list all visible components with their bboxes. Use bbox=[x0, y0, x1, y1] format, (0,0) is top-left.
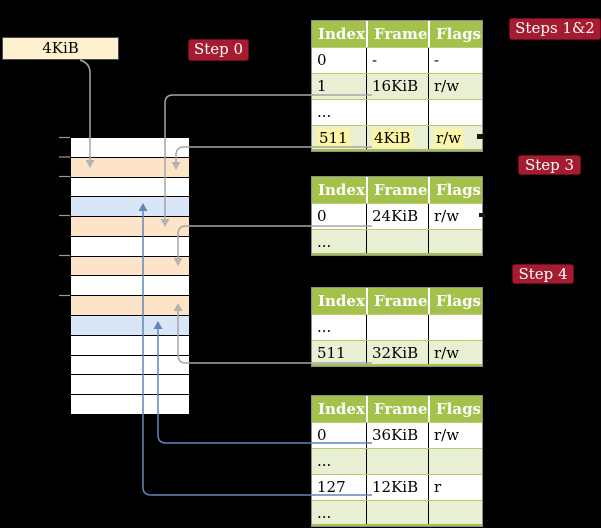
cell-frame bbox=[366, 449, 428, 474]
table-header: Index Frame Flags bbox=[312, 21, 482, 47]
memory-row-free bbox=[71, 335, 189, 356]
cell-flags bbox=[428, 315, 482, 340]
badge-steps-1-2: Steps 1&2 bbox=[509, 18, 601, 40]
header-frame: Frame bbox=[366, 396, 428, 422]
pt-row: ... bbox=[312, 229, 482, 255]
cell-frame: 32KiB bbox=[366, 341, 428, 364]
page-table-step-4: Index Frame Flags ... 511 32KiB r/w bbox=[311, 287, 483, 367]
pt-row: 0 24KiB r/w bbox=[312, 203, 482, 229]
pt-row: 0 - - bbox=[312, 47, 482, 73]
cell-index: ... bbox=[317, 318, 332, 336]
header-index: Index bbox=[318, 25, 365, 43]
header-frame: Frame bbox=[366, 177, 428, 203]
cell-frame bbox=[366, 100, 428, 125]
memory-row-page-table bbox=[71, 256, 189, 277]
memory-row-page-table bbox=[71, 296, 189, 317]
header-flags: Flags bbox=[428, 177, 482, 203]
cell-index: 127 bbox=[317, 478, 346, 496]
highlight-frame: 4KiB bbox=[372, 129, 413, 147]
cell-flags: r/w bbox=[428, 126, 482, 149]
memory-row-page-table bbox=[71, 157, 189, 178]
pt-row: ... bbox=[312, 500, 482, 526]
memory-row-free bbox=[71, 177, 189, 198]
frame-size-label: 4KiB bbox=[2, 37, 119, 60]
highlight-flags: r/w bbox=[434, 129, 464, 147]
header-flags: Flags bbox=[428, 288, 482, 314]
cell-index: ... bbox=[317, 504, 332, 522]
cell-index: ... bbox=[317, 103, 332, 121]
cell-frame: 24KiB bbox=[366, 204, 428, 229]
header-frame: Frame bbox=[366, 288, 428, 314]
cell-index: 0 bbox=[317, 207, 327, 225]
header-index: Index bbox=[318, 400, 365, 418]
cell-flags bbox=[428, 449, 482, 474]
cell-frame: 16KiB bbox=[366, 74, 428, 99]
cell-flags: r/w bbox=[428, 74, 482, 99]
header-flags: Flags bbox=[428, 21, 482, 47]
pt-row: ... bbox=[312, 314, 482, 340]
header-index: Index bbox=[318, 292, 365, 310]
memory-row-free bbox=[71, 355, 189, 376]
cell-index: 1 bbox=[317, 77, 327, 95]
cell-flags bbox=[428, 501, 482, 524]
cell-frame: - bbox=[366, 48, 428, 73]
cell-frame bbox=[366, 315, 428, 340]
highlight-index: 511 bbox=[317, 129, 350, 147]
memory-row-mapped bbox=[71, 197, 189, 218]
header-flags: Flags bbox=[428, 396, 482, 422]
memory-row-free bbox=[71, 236, 189, 257]
table-header: Index Frame Flags bbox=[312, 177, 482, 203]
frame-size-label-text: 4KiB bbox=[42, 39, 79, 57]
cell-flags bbox=[428, 230, 482, 253]
cell-index: ... bbox=[317, 233, 332, 251]
cell-index: 511 bbox=[312, 126, 366, 149]
memory-row-free bbox=[71, 138, 189, 158]
pt-row: ... bbox=[312, 99, 482, 125]
cell-flags: r/w bbox=[428, 341, 482, 364]
pt-row: 0 36KiB r/w bbox=[312, 422, 482, 448]
page-table-level-1: Index Frame Flags 0 36KiB r/w ... 127 12… bbox=[311, 395, 483, 527]
table-header: Index Frame Flags bbox=[312, 288, 482, 314]
cell-frame bbox=[366, 501, 428, 524]
pt-row-highlighted: 511 4KiB r/w bbox=[312, 125, 482, 151]
cell-flags: r/w bbox=[428, 423, 482, 448]
cell-flags: r bbox=[428, 475, 482, 500]
cell-index: 0 bbox=[317, 51, 327, 69]
cell-flags: r/w bbox=[428, 204, 482, 229]
memory-row-page-table bbox=[71, 217, 189, 237]
cell-index: 511 bbox=[317, 344, 346, 362]
page-table-step-3: Index Frame Flags 0 24KiB r/w ... bbox=[311, 176, 483, 256]
header-frame: Frame bbox=[366, 21, 428, 47]
cell-frame bbox=[366, 230, 428, 253]
badge-step-0: Step 0 bbox=[188, 39, 249, 61]
memory-column bbox=[70, 137, 190, 415]
cell-frame: 12KiB bbox=[366, 475, 428, 500]
memory-ticks bbox=[59, 136, 70, 297]
badge-step-3: Step 3 bbox=[518, 155, 581, 175]
memory-row-free bbox=[71, 375, 189, 396]
badge-step-4: Step 4 bbox=[512, 264, 574, 284]
table-header: Index Frame Flags bbox=[312, 396, 482, 422]
pt-row: 127 12KiB r bbox=[312, 474, 482, 500]
cell-index: 0 bbox=[317, 426, 327, 444]
cell-frame: 4KiB bbox=[366, 126, 428, 149]
cell-flags: - bbox=[428, 48, 482, 73]
memory-row-mapped bbox=[71, 316, 189, 336]
memory-row-free bbox=[71, 276, 189, 297]
memory-row-free bbox=[71, 395, 189, 414]
header-index: Index bbox=[318, 181, 365, 199]
cell-index: ... bbox=[317, 452, 332, 470]
cell-flags bbox=[428, 100, 482, 125]
pt-row: ... bbox=[312, 448, 482, 474]
page-table-steps-1-2: Index Frame Flags 0 - - 1 16KiB r/w ... … bbox=[311, 20, 483, 152]
pt-row: 511 32KiB r/w bbox=[312, 340, 482, 366]
pt-row: 1 16KiB r/w bbox=[312, 73, 482, 99]
cell-frame: 36KiB bbox=[366, 423, 428, 448]
